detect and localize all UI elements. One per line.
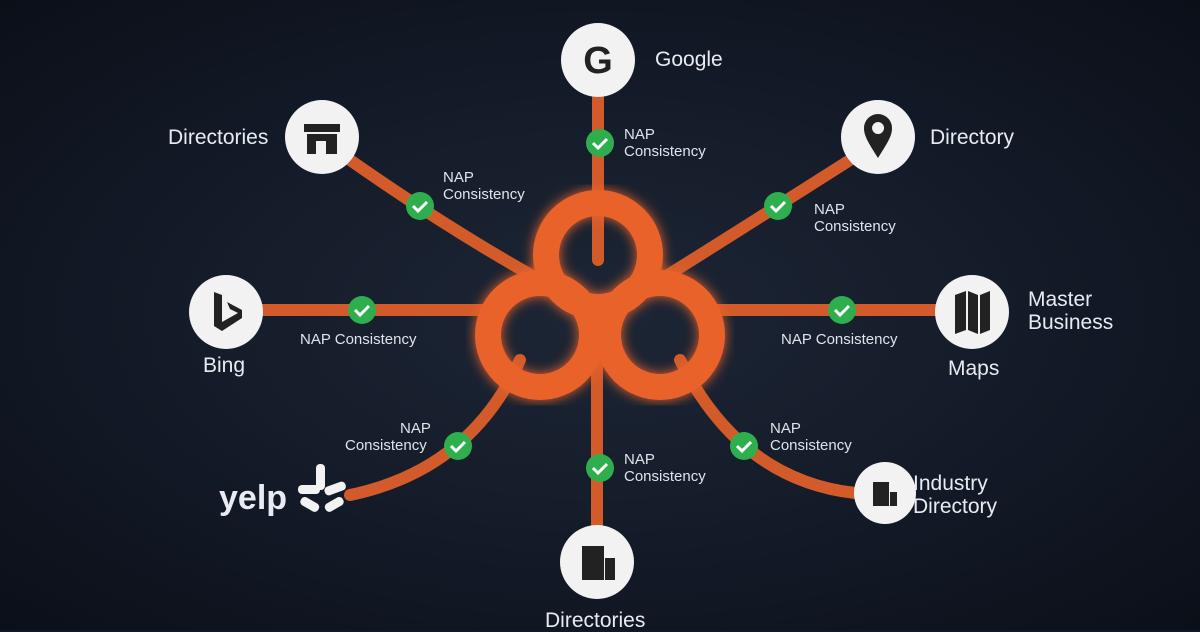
bing-label: Bing (203, 354, 246, 377)
storefront-icon (304, 124, 340, 154)
check-icon (348, 296, 376, 324)
check-icon (730, 432, 758, 460)
check-icon (586, 454, 614, 482)
bing-node (189, 275, 263, 349)
directories-top-label: Directories (168, 126, 269, 149)
line-directories-top (344, 154, 546, 286)
bing-icon (214, 292, 242, 331)
nap-label: NAP Consistency (781, 331, 898, 348)
line-directory (654, 154, 856, 286)
building-icon (582, 546, 615, 580)
building-icon (873, 482, 897, 506)
check-icon (406, 192, 434, 220)
industry-label-line1: Industry (913, 472, 988, 495)
yelp-logo: yelp (219, 479, 288, 517)
maps-label-line2: Business (1028, 311, 1114, 334)
directory-label: Directory (930, 126, 1015, 149)
nap-label: NAP Consistency (300, 331, 417, 348)
trefoil-knot-icon (475, 190, 725, 400)
map-pin-icon (864, 114, 892, 158)
folded-map-icon (955, 291, 990, 334)
industry-label-line2: Directory (913, 495, 998, 518)
maps-label-line3: Maps (948, 357, 1000, 380)
google-label: Google (655, 48, 723, 71)
yelp-burst-icon (298, 464, 346, 512)
google-node (561, 23, 635, 97)
check-icon (764, 192, 792, 220)
check-badges (348, 129, 856, 482)
check-icon (586, 129, 614, 157)
check-icon (444, 432, 472, 460)
directories-bottom-label: Directories (545, 609, 646, 632)
google-icon: G (583, 40, 613, 82)
check-icon (828, 296, 856, 324)
maps-label-line1: Master (1028, 288, 1093, 311)
